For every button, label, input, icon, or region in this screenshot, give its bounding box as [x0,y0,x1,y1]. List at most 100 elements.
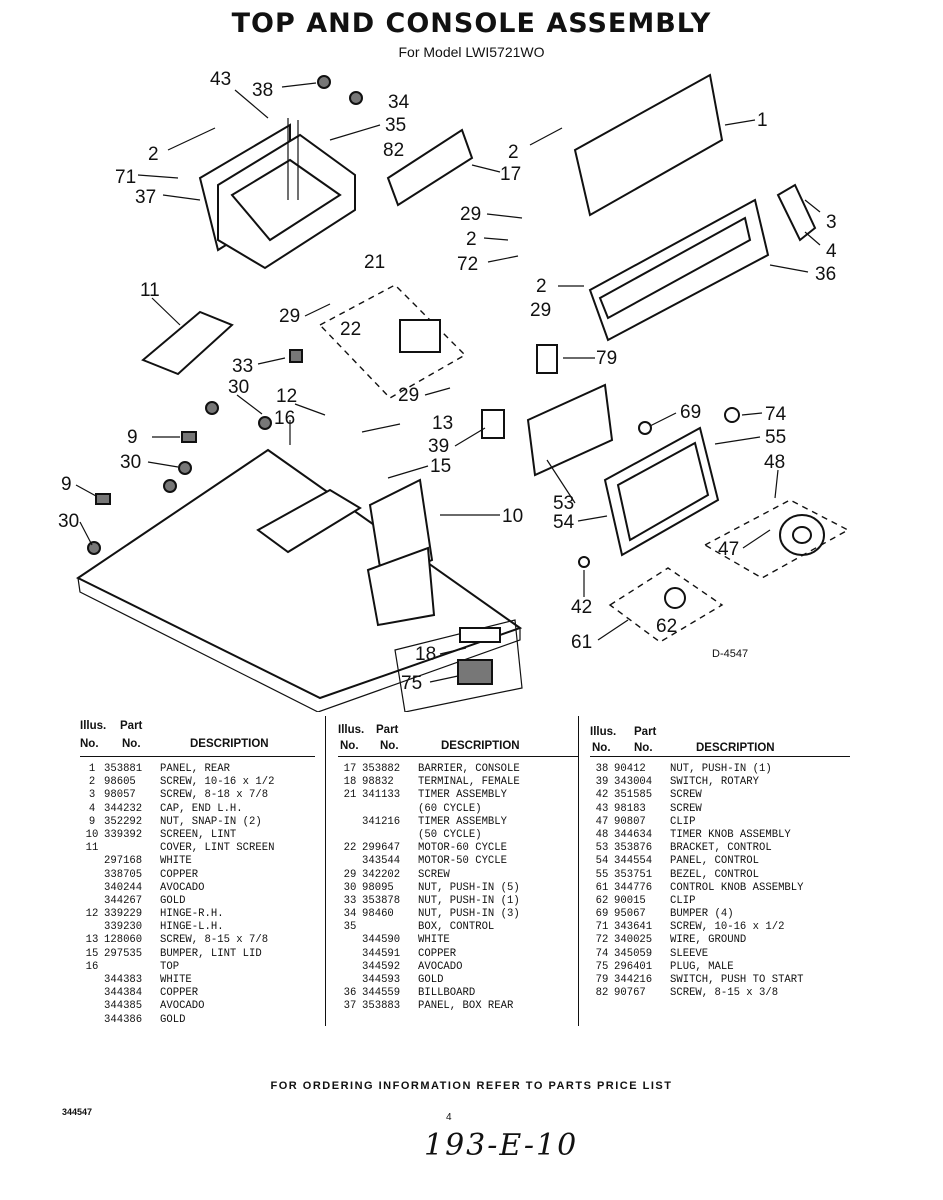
part-description: SWITCH, PUSH TO START [670,974,804,986]
illus-number: 1 [88,763,96,775]
part-number: 344232 [104,802,143,815]
callout-74: 74 [765,404,787,425]
part-number: 353876 [614,842,653,855]
part-description: AVOCADO [160,1000,205,1013]
callout-43: 43 [210,69,231,90]
illus-number [80,895,104,908]
callout-18: 18 [415,644,436,665]
part-description: PLUG, MALE [670,960,734,973]
illus-number: 53 [595,842,609,855]
illus-number: 29 [343,868,357,881]
illus-number [338,934,362,947]
exploded-parts-diagram: 43 38 34 35 2 82 71 37 17 2 1 3 4 36 29 … [58,69,850,712]
part-description: HINGE-R.H. [160,908,224,921]
part-description: PANEL, REAR [160,763,230,775]
illus-number: 43 [595,802,609,815]
part-number: 95067 [614,908,646,921]
illus-number: 79 [595,974,609,986]
callout-11: 11 [140,280,160,301]
callout-17: 17 [500,164,521,185]
part-description: BARRIER, CONSOLE [418,763,520,775]
fasteners [87,75,740,568]
illus-number: 47 [595,815,609,828]
illus-number: 72 [595,934,609,947]
control-knob-part [664,587,686,609]
callout-2c: 2 [466,229,477,250]
part-number: 344384 [104,987,143,1000]
part-description: (50 CYCLE) [418,828,482,841]
part-description: TIMER ASSEMBLY [418,815,508,828]
part-number: 98183 [614,802,646,815]
console-barrier-part [386,128,474,207]
part-description: SCREW, 8-15 x 3/8 [670,987,779,1000]
illus-number: 15 [85,947,99,960]
handwritten-code: 193-E-10 [424,1128,579,1163]
part-description: SCREW [418,868,450,881]
part-number: 344592 [362,960,401,973]
part-description: NUT, PUSH-IN (1) [670,763,772,775]
part-number: 90767 [614,987,646,1000]
part-number: 98095 [362,881,394,894]
part-number: 297535 [104,947,143,960]
part-number: 344554 [614,855,653,868]
part-description: BUMPER (4) [670,908,734,921]
callout-29a: 29 [460,204,481,225]
callout-48: 48 [764,452,785,473]
callout-69: 69 [680,402,701,423]
part-number: 344385 [104,1000,143,1013]
timer-knob-part [779,514,825,556]
part-description: GOLD [160,1013,186,1026]
billboard-part [588,198,770,342]
illus-number [338,948,362,961]
callout-33: 33 [232,356,253,377]
illus-number: 62 [595,894,609,907]
part-description: PANEL, CONTROL [670,855,760,868]
illus-number: 71 [595,921,609,934]
illus-number [80,987,104,1000]
part-description: BILLBOARD [418,987,476,1000]
callout-54: 54 [553,512,575,533]
part-description: CAP, END L.H. [160,802,243,815]
push-switch-part [536,344,558,374]
part-number: 339230 [104,921,143,934]
document-number: 344547 [62,1107,93,1117]
model-subtitle: For Model LWI5721WO [398,44,545,60]
control-bracket-part [526,383,614,477]
control-knob-box [608,567,724,643]
part-description: WHITE [160,855,192,868]
callout-15: 15 [430,456,451,477]
part-number: 339229 [104,908,143,921]
illus-number: 22 [343,842,357,855]
illus-number: 74 [595,947,609,960]
callout-4: 4 [826,241,837,262]
part-number: 296401 [614,960,653,973]
part-number: 98605 [104,776,136,789]
illus-number: 36 [343,987,357,1000]
part-description: TOP [160,960,180,973]
part-number: 344590 [362,934,401,947]
part-description: NUT, SNAP-IN (2) [160,815,262,828]
callout-29c: 29 [530,300,551,321]
part-description: PANEL, BOX REAR [418,1000,514,1013]
callout-42: 42 [571,597,592,618]
part-number: 343004 [614,776,653,789]
